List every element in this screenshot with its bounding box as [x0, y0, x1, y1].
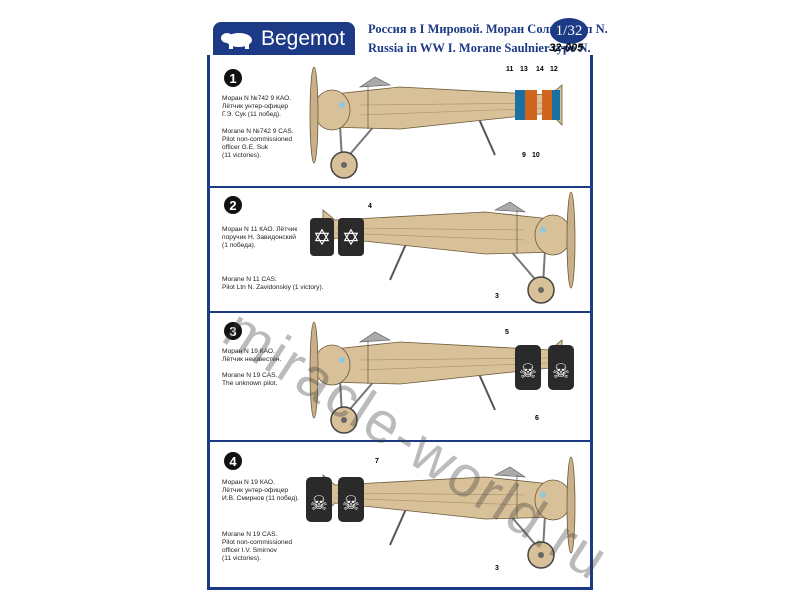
- kit-code: 32-005: [549, 42, 584, 54]
- brand-name: Begemot: [261, 26, 346, 50]
- brand-logo: Begemot: [213, 22, 355, 55]
- callout: 11: [506, 66, 514, 73]
- svg-text:14: 14: [536, 66, 544, 73]
- scheme-number: 2: [224, 196, 242, 214]
- divider: [207, 440, 590, 442]
- svg-text:6: 6: [535, 415, 539, 422]
- svg-text:3: 3: [495, 565, 499, 572]
- scheme-description-ru: Моран N 19 КАО.Лётчик неизвестен.: [222, 348, 282, 363]
- scheme-number: 3: [224, 322, 242, 340]
- skull-icon: ☠: [342, 493, 360, 515]
- svg-text:12: 12: [550, 66, 558, 73]
- aircraft-profile-3: ☠ ☠ 3 5 6: [309, 321, 574, 434]
- scale-badge: 1/32: [550, 18, 588, 44]
- scheme-number: 1: [224, 69, 242, 87]
- divider: [207, 186, 590, 188]
- hippo-icon: [221, 32, 252, 49]
- title-ru: Россия в I Мировой. Моран Солнье тип N.: [368, 22, 608, 36]
- svg-text:5: 5: [505, 329, 509, 336]
- aircraft-profile-2: ✡ ✡ 4 4 3: [310, 191, 576, 304]
- scheme-description-en: Morane N №742 9 CAS.Pilot non-commission…: [222, 128, 294, 159]
- svg-text:7: 7: [375, 458, 379, 465]
- sheet-frame: [207, 55, 593, 590]
- scheme-description-en: Morane N 19 CAS.The unknown pilot.: [222, 372, 278, 387]
- scheme-number: 4: [224, 452, 242, 470]
- aircraft-profile-4: ☠ ☠ 7 8 3: [306, 456, 576, 572]
- scheme-description-en: Morane N 11 CAS.Pilot Ltn N. Zavidonskiy…: [222, 276, 324, 291]
- aircraft-profile-1: 11 13 14 12 9 10 3: [309, 66, 563, 179]
- svg-text:3: 3: [495, 293, 499, 300]
- svg-text:13: 13: [520, 66, 528, 73]
- title-en: Russia in WW I. Morane Saulnier type N.: [368, 41, 591, 55]
- skull-icon: ☠: [519, 361, 537, 383]
- star-icon: ✡: [313, 225, 331, 250]
- skull-icon: ☠: [310, 493, 328, 515]
- svg-text:10: 10: [532, 152, 540, 159]
- svg-text:9: 9: [522, 152, 526, 159]
- divider: [207, 311, 590, 313]
- star-icon: ✡: [342, 225, 360, 250]
- skull-icon: ☠: [552, 361, 570, 383]
- svg-text:4: 4: [368, 203, 372, 210]
